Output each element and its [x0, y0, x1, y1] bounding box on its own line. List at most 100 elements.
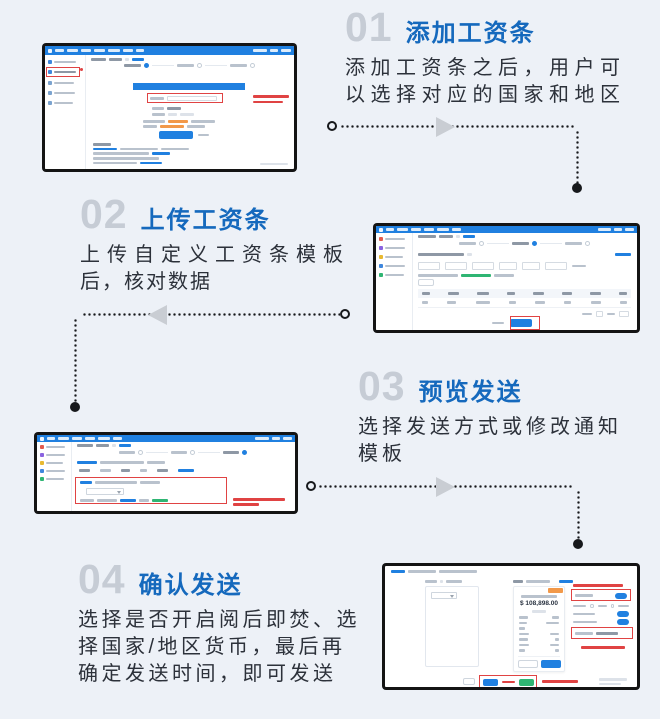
- breadcrumb: [91, 58, 144, 61]
- connector-start-ring: [306, 481, 316, 491]
- screenshot-add-payslip: [42, 43, 297, 172]
- send-button: [519, 678, 534, 686]
- country-field-row: [150, 96, 217, 101]
- form-note-line: [143, 125, 205, 128]
- highlight-send-settings: [75, 477, 227, 504]
- filter-row: [418, 262, 586, 270]
- step-number: 01: [345, 4, 393, 50]
- step-04-header: 04 确认发送: [78, 556, 360, 603]
- highlight-send-time: [571, 627, 633, 639]
- highlight-burn-toggle: [571, 589, 631, 601]
- step-description: 上传自定义工资条模板 后，核对数据: [80, 244, 350, 293]
- screenshot-upload-payslip: [373, 223, 640, 333]
- table-row: [418, 298, 631, 308]
- red-annotation: [253, 95, 289, 103]
- read-burn-tag: [548, 588, 563, 593]
- dotted-line-vertical: [577, 490, 580, 540]
- step-description: 添加工资条之后，用户可 以选择对应的国家和地区: [345, 57, 626, 106]
- step-title: 确认发送: [138, 572, 243, 599]
- arrow-right-icon: [436, 117, 455, 137]
- form-banner: [133, 83, 245, 90]
- add-payslip-form-card: [133, 83, 245, 141]
- currency-options-row: [573, 604, 629, 608]
- step-03-header: 03 预览发送: [358, 363, 622, 410]
- step-description: 选择是否开启阅后即焚、选 择国家/地区货币，最后再 确定发送时间，即可发送: [78, 609, 360, 685]
- bottom-actions: [492, 319, 532, 327]
- breadcrumb: [391, 570, 477, 573]
- step-title: 上传工资条: [140, 207, 271, 234]
- step-02: 02 上传工资条 上传自定义工资条模板 后，核对数据: [80, 191, 350, 296]
- save-button: [483, 678, 498, 686]
- progress-stepper: [412, 241, 637, 246]
- toggle: [617, 611, 629, 617]
- send-mode-select: [86, 488, 124, 495]
- dotted-line-horizontal: [340, 125, 574, 128]
- collapse-filter-link: [615, 253, 631, 256]
- step-03: 03 预览发送 选择发送方式或修改通知 模板: [358, 363, 622, 468]
- send-actions: [483, 678, 534, 686]
- notes-block: [93, 143, 189, 165]
- step-01-header: 01 添加工资条: [345, 4, 626, 51]
- step-01: 01 添加工资条 添加工资条之后，用户可 以选择对应的国家和地区: [345, 4, 626, 109]
- form-row: [152, 113, 194, 116]
- toggle-row: [573, 619, 629, 625]
- dotted-line-vertical: [576, 130, 579, 184]
- step-description: 选择发送方式或修改通知 模板: [358, 416, 622, 465]
- app-topbar: [45, 46, 294, 55]
- settings-note: [80, 499, 168, 502]
- step-number: 03: [358, 363, 406, 409]
- arrow-right-icon: [436, 477, 455, 497]
- primary-button: [159, 131, 193, 139]
- template-label: [425, 580, 462, 583]
- breadcrumb: [77, 444, 131, 447]
- form-note-line: [143, 120, 215, 123]
- section-title: [418, 253, 472, 256]
- payslip-header: [513, 580, 573, 583]
- pagination: [582, 311, 629, 317]
- red-annotation: [233, 498, 285, 506]
- form-row: [152, 107, 181, 110]
- toggle: [617, 619, 629, 625]
- step-number: 02: [80, 191, 128, 237]
- highlight-sidebar-item: [46, 67, 80, 77]
- form-actions: [159, 131, 209, 139]
- red-annotation: [542, 680, 578, 683]
- red-annotation: [573, 584, 623, 587]
- step-title: 预览发送: [418, 379, 523, 406]
- hint-line: [418, 274, 514, 277]
- back-button: [463, 678, 475, 685]
- watermark: [599, 678, 627, 685]
- table-header: [418, 289, 631, 298]
- app-logo: [379, 227, 383, 232]
- toggle-row: [573, 611, 629, 617]
- dotted-line-horizontal: [82, 313, 340, 316]
- highlight-next-button: [510, 316, 540, 330]
- step-title: 添加工资条: [405, 20, 536, 47]
- app-topbar: [37, 435, 295, 442]
- next-step-button: [510, 319, 532, 327]
- arrow-left-icon: [148, 305, 167, 325]
- watermark: [260, 162, 288, 165]
- screenshot-confirm-send: $ 108,898.00: [382, 563, 640, 690]
- confirm-button: [541, 660, 561, 668]
- progress-stepper: [71, 450, 295, 455]
- settings-header: [80, 481, 160, 484]
- connector-start-ring: [327, 121, 337, 131]
- highlight-send-buttons: [479, 675, 537, 687]
- dotted-line-vertical: [74, 318, 77, 403]
- template-preview-card: [425, 586, 479, 667]
- payslip-card: $ 108,898.00: [513, 586, 565, 672]
- step-02-header: 02 上传工资条: [80, 191, 350, 238]
- summary-values: [79, 469, 194, 472]
- payslip-actions: [518, 660, 561, 668]
- payslip-amount: $ 108,898.00: [520, 600, 558, 607]
- info-line: [77, 461, 165, 464]
- notification-dot: [80, 68, 83, 71]
- step-number: 04: [78, 556, 126, 602]
- connector-end-dot: [572, 183, 582, 193]
- red-annotation: [581, 646, 625, 649]
- secondary-button: [418, 279, 434, 286]
- app-sidebar: [376, 233, 413, 330]
- connector-start-ring: [340, 309, 350, 319]
- template-select: [431, 592, 457, 599]
